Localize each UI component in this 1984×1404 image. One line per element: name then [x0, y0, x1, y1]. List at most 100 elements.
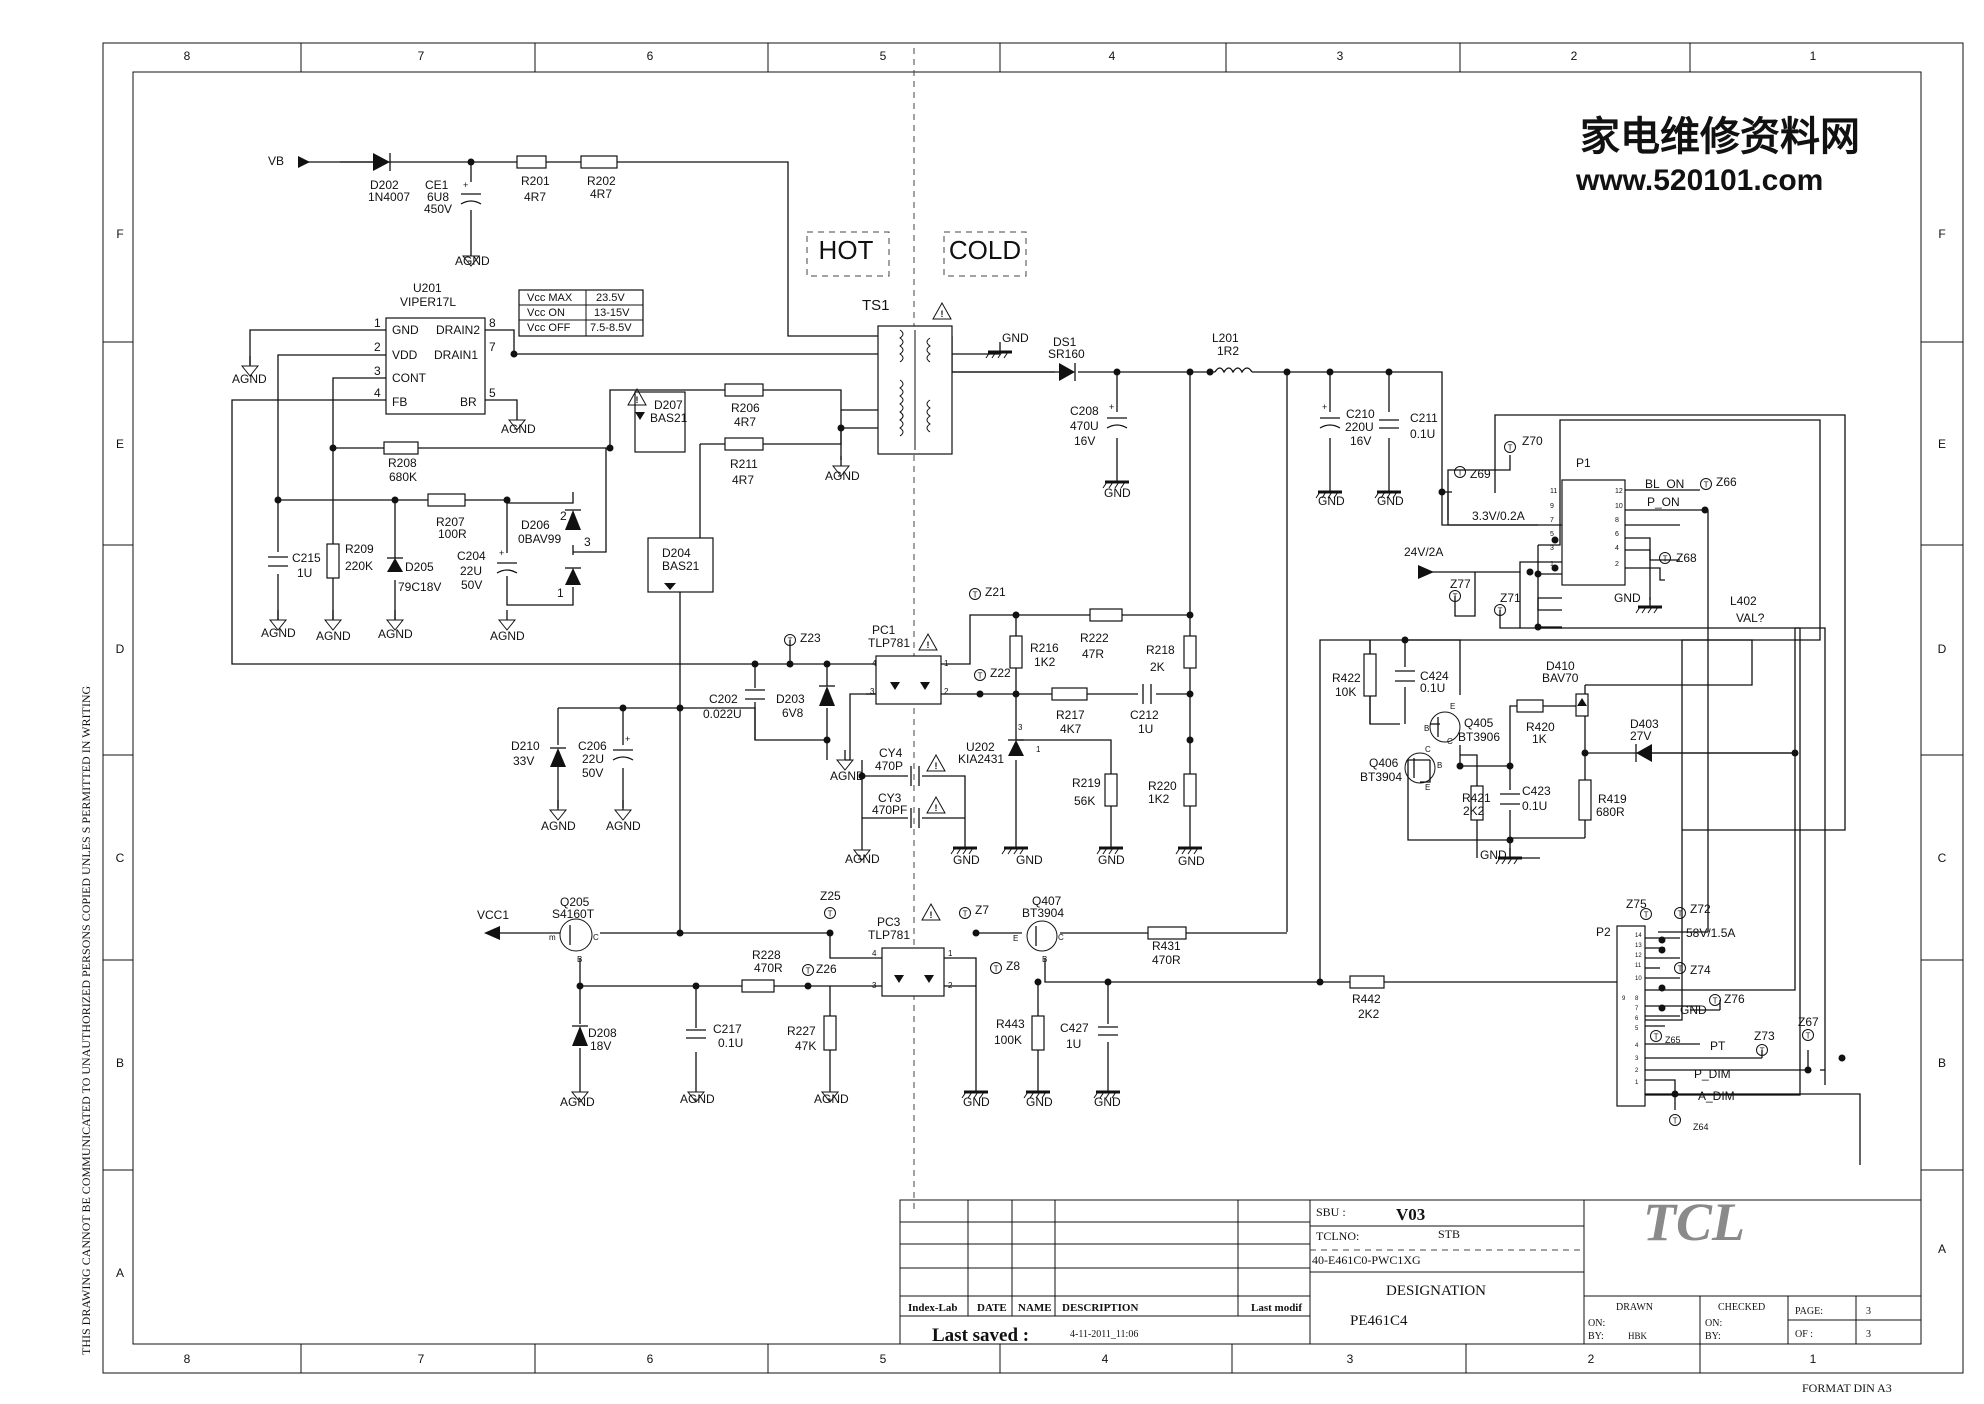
resistor-r419: R419 680R — [1578, 779, 1627, 821]
grid-col-top: 6 — [647, 49, 654, 63]
schematic-label: R419 — [1598, 792, 1627, 806]
grid-col-top: 2 — [1571, 49, 1578, 63]
schematic-label: U202 — [966, 740, 995, 754]
schematic-label: R227 — [787, 1024, 816, 1038]
transistor-q405: Q405 BT3906 E B C — [1424, 702, 1500, 746]
svg-text:7: 7 — [1550, 517, 1554, 524]
schematic-label: 0BAV99 — [518, 532, 561, 546]
schematic-label: C204 — [457, 549, 486, 563]
schematic-label: C202 — [709, 692, 738, 706]
schematic-label: AGND — [316, 629, 351, 643]
grid-row-left: A — [116, 1266, 124, 1280]
schematic-label: GND — [1002, 331, 1029, 345]
schematic-label: 220K — [345, 559, 373, 573]
watermark: 家电维修资料网 www.520101.com — [1575, 114, 1860, 197]
schematic-label: DRAIN1 — [434, 348, 478, 362]
schematic-label: GND — [392, 323, 419, 337]
schematic-label: Z67 — [1798, 1015, 1819, 1029]
schematic-label: Z71 — [1500, 591, 1521, 605]
schematic-label: R207 — [436, 515, 465, 529]
schematic-label: 1K2 — [1148, 792, 1170, 806]
schematic-label: Z8 — [1006, 959, 1020, 973]
schematic-label: BT3904 — [1360, 770, 1402, 784]
sbu-label: SBU : — [1316, 1205, 1346, 1219]
schematic-label: Z70 — [1522, 434, 1543, 448]
grid-col-bottom: 3 — [1347, 1352, 1354, 1366]
schematic-label: CE1 — [425, 178, 449, 192]
schematic-label: 100K — [994, 1033, 1022, 1047]
schematic-label: DRAWN — [1616, 1302, 1653, 1313]
schematic-label: BR — [460, 395, 477, 409]
tclno-value: STB — [1438, 1227, 1460, 1241]
svg-text:2: 2 — [1615, 561, 1619, 568]
resistor-r219: R219 56K GND — [1072, 773, 1125, 867]
test-points-b: Z25 Z26 Z7 Z8 — [802, 889, 1020, 976]
svg-text:10: 10 — [1635, 976, 1642, 982]
schematic-label: Q405 — [1464, 716, 1494, 730]
grid-row-right: F — [1938, 227, 1945, 241]
schematic-label: AGND — [455, 254, 490, 268]
schematic-label: Q205 — [560, 895, 590, 909]
schematic-label: KIA2431 — [958, 752, 1004, 766]
schematic-label: C208 — [1070, 404, 1099, 418]
schematic-label: Z7 — [975, 903, 989, 917]
optocoupler-pc1: PC1 TLP781 4 1 3 2 — [868, 623, 949, 705]
sbu-value: V03 — [1396, 1205, 1425, 1224]
schematic-label: GND — [1318, 494, 1345, 508]
schematic-label: E — [1425, 783, 1430, 792]
schematic-label: 10K — [1335, 685, 1356, 699]
svg-text:+: + — [625, 734, 630, 744]
schematic-label: FB — [392, 395, 407, 409]
grid-col-bottom: 7 — [418, 1352, 425, 1366]
schematic-label: 470R — [1152, 953, 1181, 967]
grid-col-top: 8 — [184, 49, 191, 63]
schematic-label: CY3 — [878, 791, 902, 805]
schematic-label: 3 — [870, 687, 875, 696]
schematic-label: Z23 — [800, 631, 821, 645]
schematic-label: GND — [1098, 853, 1125, 867]
schematic-label: E — [1450, 702, 1455, 711]
p2-signals: 58V/1.5A GND PT P_DIM A_DIM — [1680, 926, 1735, 1103]
schematic-label: C — [1058, 933, 1064, 942]
diode-d204: D204 BAS21 — [647, 537, 714, 593]
schematic-label: 1K2 — [1034, 655, 1056, 669]
svg-text:2: 2 — [1635, 1068, 1639, 1074]
schematic-label: BL_ON — [1645, 477, 1684, 491]
schematic-label: L201 — [1212, 331, 1239, 345]
schematic-label: GND — [1178, 854, 1205, 868]
schematic-label: C423 — [1522, 784, 1551, 798]
schematic-label: R206 — [731, 401, 760, 415]
grid-row-right: D — [1938, 642, 1947, 656]
schematic-label: P1 — [1576, 456, 1591, 470]
junction-dots — [274, 158, 1846, 1098]
ground-u201: AGND AGND — [232, 355, 536, 436]
schematic-label: 4R7 — [524, 190, 546, 204]
svg-text:4: 4 — [1635, 1043, 1639, 1049]
schematic-label: AGND — [680, 1092, 715, 1106]
schematic-label: Vcc MAX — [527, 292, 573, 304]
grid-col-bottom: 5 — [880, 1352, 887, 1366]
watermark-chinese: 家电维修资料网 — [1580, 114, 1860, 159]
schematic-label: GND — [1016, 853, 1043, 867]
schematic-label: L402 — [1730, 594, 1757, 608]
schematic-label: R443 — [996, 1017, 1025, 1031]
schematic-label: R216 — [1030, 641, 1059, 655]
grid-col-bottom: 2 — [1588, 1352, 1595, 1366]
schematic-label: NAME — [1018, 1302, 1052, 1314]
diode-ds1: DS1 SR160 — [952, 335, 1085, 381]
schematic-label: 16V — [1350, 434, 1371, 448]
schematic-label: 6V8 — [782, 706, 804, 720]
schematic-label: U201 — [413, 281, 442, 295]
schematic-label: AGND — [845, 852, 880, 866]
schematic-label: 27V — [1630, 729, 1651, 743]
designation-label: DESIGNATION — [1386, 1283, 1486, 1299]
schematic-label: DATE — [977, 1302, 1007, 1314]
capacitor-c211: C211 0.1U GND — [1373, 411, 1438, 508]
schematic-label: VIPER17L — [400, 295, 456, 309]
grid-row-right: A — [1938, 1242, 1946, 1256]
schematic-label: BAS21 — [662, 559, 700, 573]
zener-d403: D403 27V — [1630, 717, 1659, 762]
schematic-label: m — [549, 933, 556, 942]
schematic-label: 23.5V — [596, 292, 625, 304]
